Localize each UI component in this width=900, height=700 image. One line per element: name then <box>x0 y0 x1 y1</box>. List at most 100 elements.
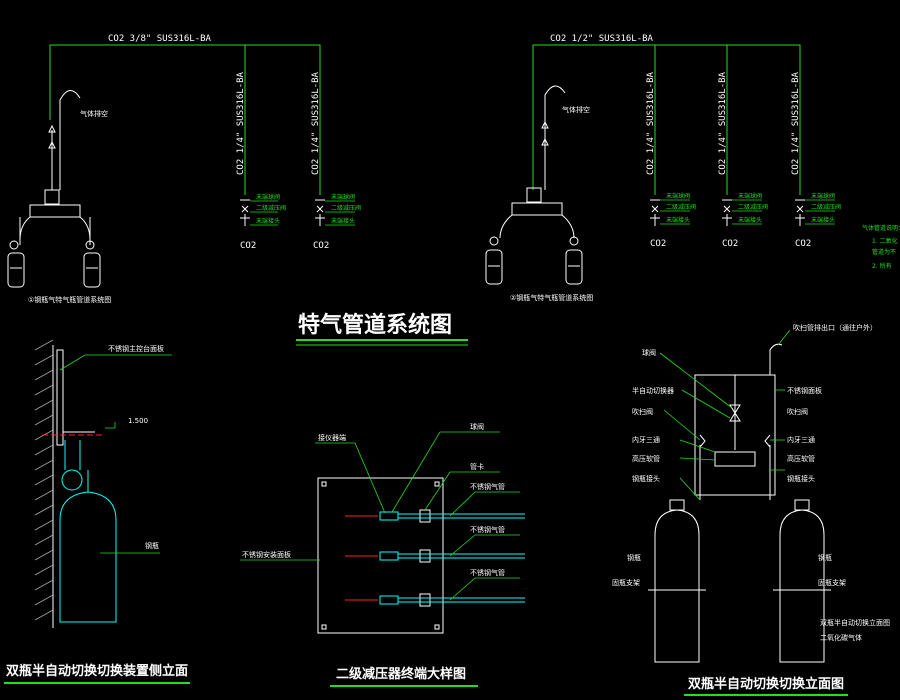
terminal-label-pipe-2: 不锈钢气管 <box>470 525 505 534</box>
side-cylinder <box>59 440 117 623</box>
left-branch-valve-2 <box>315 199 325 226</box>
left-purge-pipe <box>59 90 81 190</box>
right-branch-valve-1 <box>650 199 660 226</box>
right-purge-label: 气体排空 <box>562 105 590 114</box>
side-panel-leader <box>59 354 172 371</box>
right-side-note-4: 2. 所有 <box>872 262 892 270</box>
right-note-2b: 二级减压阀 <box>738 203 768 211</box>
right-branch-label-1: CO2 1/4" SUS316L-BA <box>646 71 656 175</box>
terminal-leader-pipe-3 <box>449 577 520 601</box>
front-view-caption: 双瓶半自动切换切换立面图 <box>688 676 844 692</box>
left-cylinder-2-gauge <box>85 240 95 250</box>
terminal-screw-4 <box>434 624 440 630</box>
terminal-pipe-2 <box>398 553 525 559</box>
terminal-leader-pipe-2 <box>449 534 520 557</box>
left-purge-label: 气体排空 <box>80 109 108 118</box>
right-note-3a: 末端球阀 <box>811 192 835 200</box>
left-switch-box <box>44 189 60 205</box>
terminal-pipe-1 <box>398 513 525 519</box>
left-system-caption: ①钢瓶气特气瓶管道系统图 <box>28 295 111 304</box>
left-branch-valves <box>240 199 325 226</box>
front-left-label-3: 吹扫阀 <box>632 407 653 416</box>
right-cylinder-2 <box>565 249 583 285</box>
front-left-label-1: 球阀 <box>642 348 656 357</box>
side-panel <box>56 349 64 446</box>
side-cylinder-label: 钢瓶 <box>145 541 159 550</box>
front-switch-valve <box>729 404 741 422</box>
right-note-1c: 末端接头 <box>666 216 690 224</box>
right-main-pipe-label: CO2 1/2" SUS316L-BA <box>550 34 654 44</box>
terminal-panel <box>317 477 444 634</box>
left-cylinder-2 <box>83 252 101 288</box>
front-cylinders <box>648 499 831 663</box>
right-note-3c: 末端接头 <box>811 216 835 224</box>
terminal-leader-valve <box>391 431 500 513</box>
right-side-note-1: 气体管道说明： <box>862 224 900 232</box>
left-cylinders <box>7 240 101 288</box>
front-right-label-1: 不锈钢面板 <box>787 386 822 395</box>
front-right-label-2: 吹扫阀 <box>787 407 808 416</box>
right-branch-valve-3 <box>795 199 805 226</box>
side-cylinder-hose <box>64 440 81 470</box>
right-manifold <box>511 202 563 216</box>
right-gas-system <box>532 44 801 195</box>
terminal-detail-caption: 二级减压器终端大样图 <box>336 666 466 682</box>
side-cylinder-gauge <box>61 469 83 491</box>
right-main-pipe <box>532 44 801 195</box>
front-leaders <box>659 329 791 501</box>
right-side-note-3: 管道为不 <box>872 248 896 256</box>
left-manifold <box>29 204 81 218</box>
front-top-label: 吹扫管排出口（通往户外） <box>793 323 877 332</box>
front-left-label-8: 固瓶支架 <box>612 578 640 587</box>
front-leader-1 <box>659 352 733 409</box>
front-cylinder-left-valve <box>669 499 685 511</box>
front-right-label-5: 钢瓶接头 <box>787 474 815 483</box>
terminal-valve-3 <box>379 595 399 605</box>
front-exhaust-pipe <box>769 343 783 375</box>
right-note-2a: 末端球阀 <box>738 192 762 200</box>
right-hoses <box>499 214 575 239</box>
right-system-caption: ②钢瓶气特气瓶管道系统图 <box>510 293 593 302</box>
left-cylinder-1-gauge <box>9 240 19 250</box>
left-cylinder-1 <box>7 252 25 288</box>
front-leader-2 <box>681 389 731 419</box>
right-branch-label-3: CO2 1/4" SUS316L-BA <box>791 71 801 175</box>
left-note-2a: 末端球阀 <box>331 193 355 201</box>
front-leader-4 <box>679 439 716 453</box>
left-outlet-2: CO2 <box>313 241 329 251</box>
side-cylinder-body <box>59 491 117 623</box>
terminal-pipe-3 <box>398 597 525 603</box>
right-note-3b: 二级减压阀 <box>811 203 841 211</box>
right-cylinder-1-gauge <box>489 236 499 246</box>
right-purge-assembly <box>499 85 575 239</box>
right-switch-box <box>526 187 542 203</box>
terminal-label-valve: 球阀 <box>470 422 484 431</box>
front-left-label-5: 高压软管 <box>632 454 660 463</box>
right-purge-pipe <box>544 85 566 190</box>
terminal-label-pipe-1: 不锈钢气管 <box>470 482 505 491</box>
right-check-valve-icon <box>541 120 549 146</box>
right-side-note-2: 1. 二氧化 <box>872 237 898 245</box>
left-hoses <box>19 216 91 245</box>
front-cylinder-right-valve <box>794 499 810 511</box>
terminal-screw-3 <box>321 624 327 630</box>
front-leader-top <box>777 329 791 346</box>
right-outlet-3: CO2 <box>795 239 811 249</box>
terminal-lines <box>345 509 525 607</box>
left-branch-label-2: CO2 1/4" SUS316L-BA <box>311 71 321 175</box>
right-branch-label-2: CO2 1/4" SUS316L-BA <box>718 71 728 175</box>
left-purge-assembly <box>19 90 91 245</box>
terminal-label-panel: 不锈钢安装面板 <box>242 550 291 559</box>
left-branch-valve-1 <box>240 199 250 226</box>
terminal-clamp-2 <box>419 549 431 563</box>
left-valve-leaders <box>250 200 355 226</box>
terminal-label-pipe-3: 不锈钢气管 <box>470 568 505 577</box>
left-check-valve-icon <box>48 124 56 149</box>
front-right-label-6: 钢瓶 <box>818 553 832 562</box>
front-note-1: 双瓶半自动切换立面图 <box>820 618 890 627</box>
terminal-clamp-3 <box>419 593 431 607</box>
front-right-label-7: 固瓶支架 <box>818 578 846 587</box>
terminal-label-clamp: 管卡 <box>470 462 484 471</box>
side-view-caption: 双瓶半自动切换切换装置侧立面 <box>6 663 188 679</box>
